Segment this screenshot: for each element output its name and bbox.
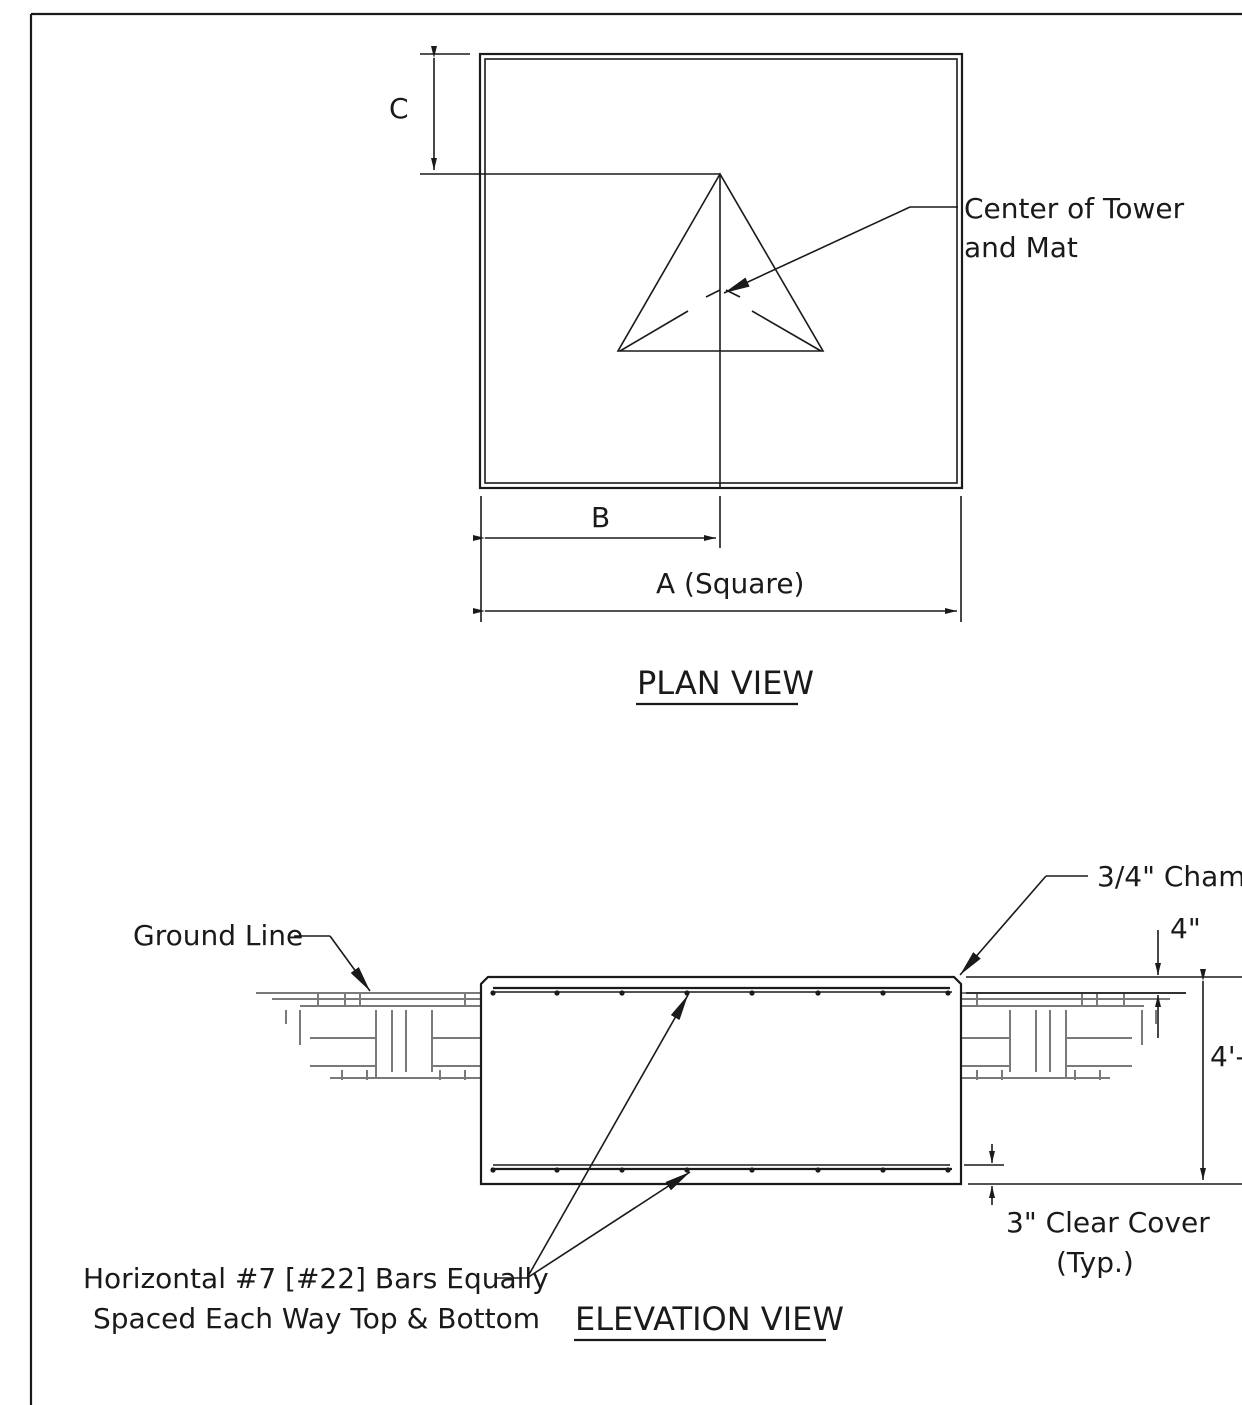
dim-a-label: A (Square) bbox=[656, 567, 804, 600]
rebar-top bbox=[490, 986, 952, 996]
bars-label-line1: Horizontal #7 [#22] Bars Equally bbox=[83, 1262, 549, 1295]
rebar-bottom bbox=[490, 1164, 952, 1173]
ground-line-label: Ground Line bbox=[133, 919, 303, 952]
dim-b-label: B bbox=[591, 501, 610, 534]
elevation-view-title: ELEVATION VIEW bbox=[574, 1300, 844, 1342]
plan-view-title-text: PLAN VIEW bbox=[637, 664, 814, 702]
dim-top-cover: 4" bbox=[966, 912, 1242, 1038]
dim-top-cover-label: 4" bbox=[1170, 912, 1201, 945]
soil-hatch-left bbox=[256, 992, 480, 1080]
ground-line-callout: Ground Line bbox=[133, 919, 371, 992]
center-label-line1: Center of Tower bbox=[964, 192, 1185, 225]
center-callout: Center of Tower and Mat bbox=[723, 192, 1185, 294]
tower-triangle bbox=[616, 172, 825, 488]
chamfer-label: 3/4" Chamfer bbox=[1097, 860, 1242, 893]
plan-view-title: PLAN VIEW bbox=[636, 664, 814, 706]
plan-view: C Center of Tower and Mat B A (Square) P… bbox=[389, 46, 1185, 706]
dim-b: B bbox=[473, 496, 721, 622]
center-label-line2: and Mat bbox=[964, 231, 1078, 264]
dim-height: 4'-6" bbox=[968, 969, 1242, 1185]
dim-a: A (Square) bbox=[473, 496, 962, 622]
clear-cover-line2: (Typ.) bbox=[1056, 1246, 1134, 1279]
mat-section bbox=[479, 975, 963, 1186]
dim-clear-cover: 3" Clear Cover (Typ.) bbox=[964, 1144, 1210, 1279]
dim-c-label: C bbox=[389, 92, 409, 125]
chamfer-callout: 3/4" Chamfer bbox=[959, 860, 1242, 976]
sheet-border bbox=[29, 12, 1242, 1405]
soil-hatch-right bbox=[962, 992, 1186, 1080]
elevation-view-title-text: ELEVATION VIEW bbox=[575, 1300, 844, 1338]
mat-outline bbox=[478, 52, 964, 490]
bars-callout: Horizontal #7 [#22] Bars Equally Spaced … bbox=[83, 994, 691, 1335]
bars-label-line2: Spaced Each Way Top & Bottom bbox=[93, 1302, 540, 1335]
elevation-view: Ground Line 3/4" Chamfer 4" 4'-6" bbox=[83, 860, 1242, 1342]
dim-c: C bbox=[389, 46, 720, 175]
clear-cover-line1: 3" Clear Cover bbox=[1006, 1206, 1210, 1239]
dim-height-label: 4'-6" bbox=[1210, 1040, 1242, 1073]
